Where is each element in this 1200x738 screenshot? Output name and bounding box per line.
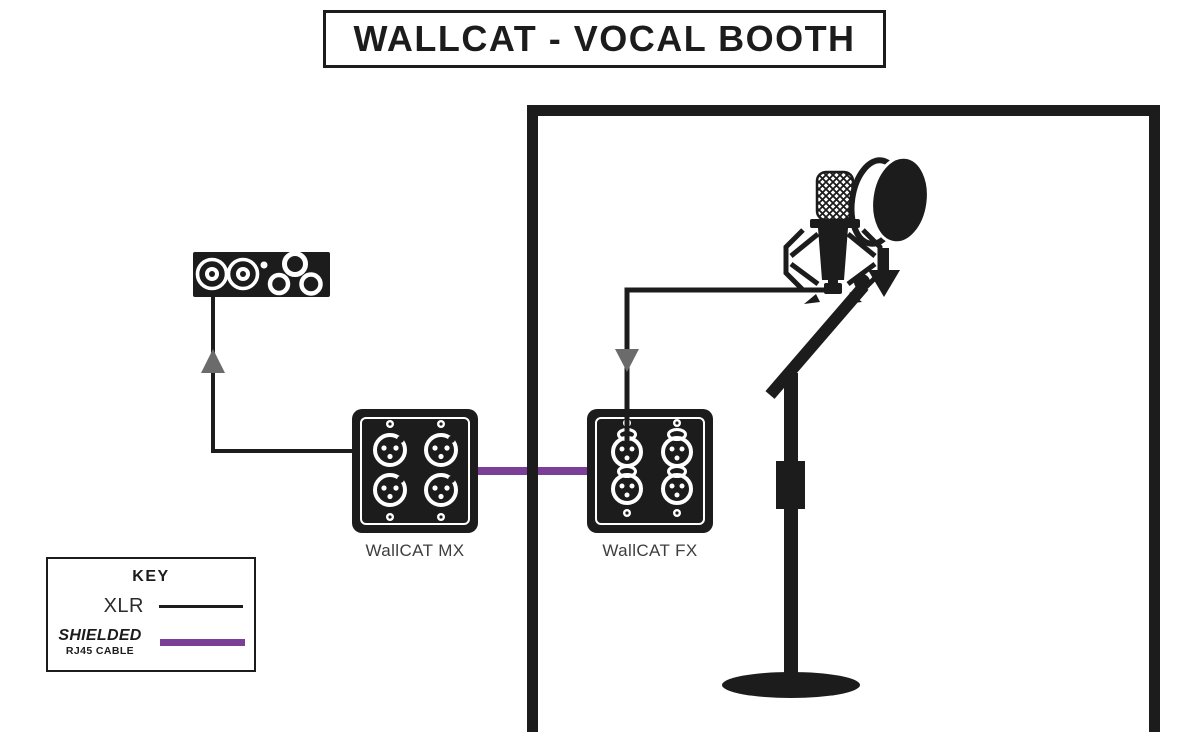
- booth-wall-left: [527, 105, 538, 732]
- xlr-female-connector: [611, 465, 643, 505]
- mic-cable-mount: [824, 283, 842, 294]
- interface-knob-top: [282, 251, 308, 277]
- stand-base: [722, 672, 860, 698]
- mx-screws: [386, 420, 445, 521]
- xlr-male-connector: [424, 473, 458, 507]
- key-label-xlr: XLR: [103, 595, 144, 617]
- interface-knob-right: [299, 272, 323, 296]
- xlr-male-connector: [424, 433, 458, 467]
- key-title: KEY: [132, 568, 170, 585]
- diagram-title: WALLCAT - VOCAL BOOTH: [353, 18, 856, 59]
- key-label-rj45-block: SHIELDED RJ45 CABLE: [48, 627, 152, 657]
- signal-arrow-down-icon: [615, 349, 639, 372]
- xlr-wall-plate-fx-icon: [587, 409, 713, 533]
- interface-body: [193, 252, 330, 297]
- stand-pole: [784, 373, 798, 683]
- xlr-line-swatch: [159, 605, 243, 608]
- interface-knob-left: [267, 272, 291, 296]
- key-label-shielded: SHIELDED: [58, 627, 142, 644]
- pop-filter-icon: [848, 155, 930, 297]
- boom-arm: [765, 282, 869, 399]
- audio-interface-icon: [193, 251, 330, 297]
- key-row-xlr: XLR: [48, 595, 254, 618]
- fx-plate-body: [587, 409, 713, 533]
- mx-xlr-male-connectors: [373, 433, 458, 507]
- xlr-wall-plate-mx-icon: [352, 409, 478, 533]
- boom-mic-stand-icon: [722, 274, 870, 698]
- mic-body: [818, 228, 848, 280]
- xlr-cable-interface-to-mx: [211, 274, 392, 453]
- fx-xlr-female-connectors: [611, 428, 693, 505]
- vocal-booth-wall: [527, 105, 1160, 732]
- key-row-rj45: SHIELDED RJ45 CABLE: [48, 627, 254, 657]
- combo-input-2: [226, 257, 260, 291]
- booth-wall-right: [1149, 105, 1160, 732]
- xlr-female-connector: [661, 465, 693, 505]
- fx-plate-border: [595, 417, 705, 525]
- wallcat-mx-label: WallCAT MX: [365, 541, 465, 560]
- xlr-cable-mic-to-fx: [624, 287, 833, 452]
- wallcat-fx-label: WallCAT FX: [602, 541, 698, 560]
- mx-plate-border: [360, 417, 470, 525]
- interface-led: [260, 261, 268, 269]
- combo-input-1: [195, 257, 229, 291]
- mx-plate-body: [352, 409, 478, 533]
- pop-filter-clamp: [868, 270, 900, 297]
- mic-ring: [810, 219, 860, 228]
- xlr-male-connector: [373, 433, 407, 467]
- stand-clutch: [776, 461, 805, 509]
- key-legend: KEY XLR SHIELDED RJ45 CABLE: [46, 557, 256, 672]
- condenser-mic-shockmount-icon: [783, 170, 883, 304]
- signal-arrow-up-icon: [201, 349, 225, 373]
- key-label-rj45-cable: RJ45 CABLE: [65, 645, 135, 657]
- pop-filter-screen: [870, 155, 930, 245]
- pop-filter-gooseneck: [879, 248, 889, 274]
- booth-wall-top: [527, 105, 1160, 116]
- rj45-line-swatch: [160, 638, 245, 646]
- xlr-male-connector: [373, 473, 407, 507]
- mic-grille: [815, 170, 855, 222]
- diagram-title-box: WALLCAT - VOCAL BOOTH: [323, 10, 886, 68]
